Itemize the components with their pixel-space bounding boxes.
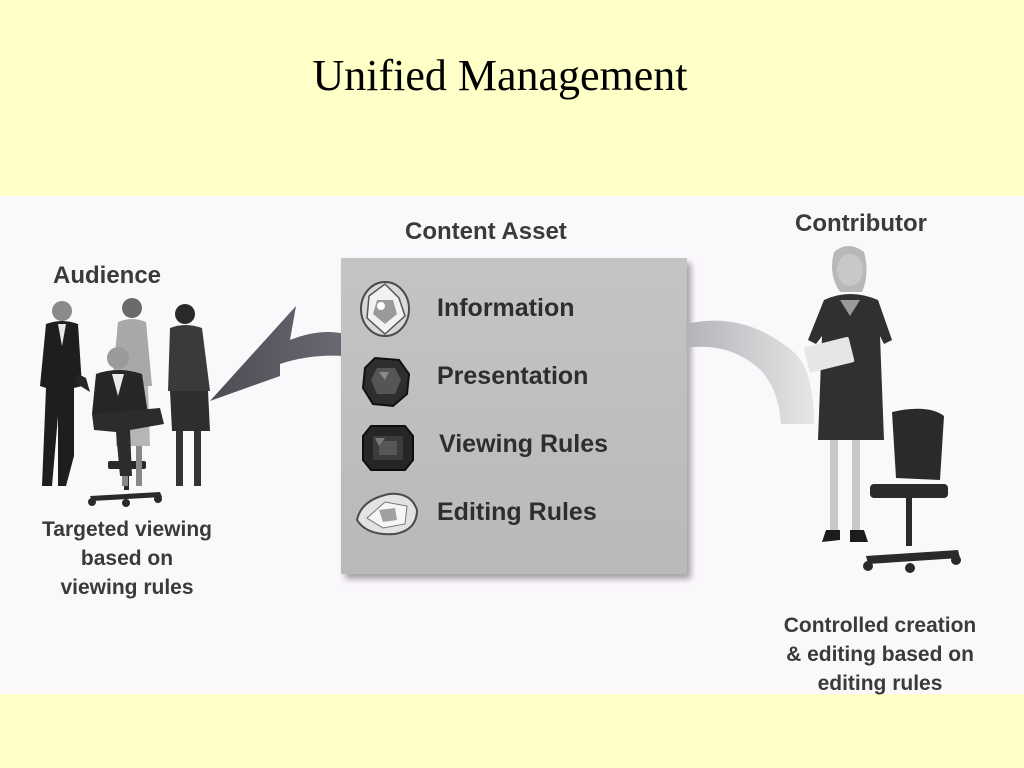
- audience-caption-line-2: based on: [80, 547, 174, 570]
- content-asset-box: Information Presentation Viewing Rules E…: [341, 258, 687, 574]
- contributor-caption: Controlled creation & editing based on e…: [742, 611, 1018, 698]
- pear-diamond-icon: [355, 492, 419, 536]
- audience-heading: Audience: [53, 262, 162, 289]
- item-information: Information: [437, 294, 575, 322]
- slide-title: Unified Management: [312, 51, 688, 100]
- contributor-heading: Contributor: [795, 210, 927, 237]
- octagon-gem-icon: [361, 356, 411, 408]
- arrow-from-contributor: [686, 320, 814, 424]
- arrow-to-audience: [210, 306, 345, 401]
- contributor-caption-line-3: editing rules: [817, 672, 943, 695]
- item-viewing-rules: Viewing Rules: [439, 430, 609, 458]
- round-diamond-icon: [360, 281, 410, 337]
- audience-caption-line-1: Targeted viewing: [42, 518, 212, 541]
- diagram-panel: Audience: [0, 196, 1024, 695]
- emerald-gem-icon: [362, 425, 414, 471]
- item-editing-rules: Editing Rules: [437, 498, 597, 526]
- contributor-illustration: [804, 246, 961, 573]
- item-presentation: Presentation: [437, 362, 589, 390]
- audience-group-illustration: [40, 298, 210, 507]
- audience-caption: Targeted viewing based on viewing rules: [6, 515, 248, 602]
- contributor-caption-line-1: Controlled creation: [783, 614, 977, 637]
- content-asset-heading: Content Asset: [405, 218, 567, 245]
- contributor-caption-line-2: & editing based on: [786, 643, 974, 666]
- audience-caption-line-3: viewing rules: [60, 576, 194, 599]
